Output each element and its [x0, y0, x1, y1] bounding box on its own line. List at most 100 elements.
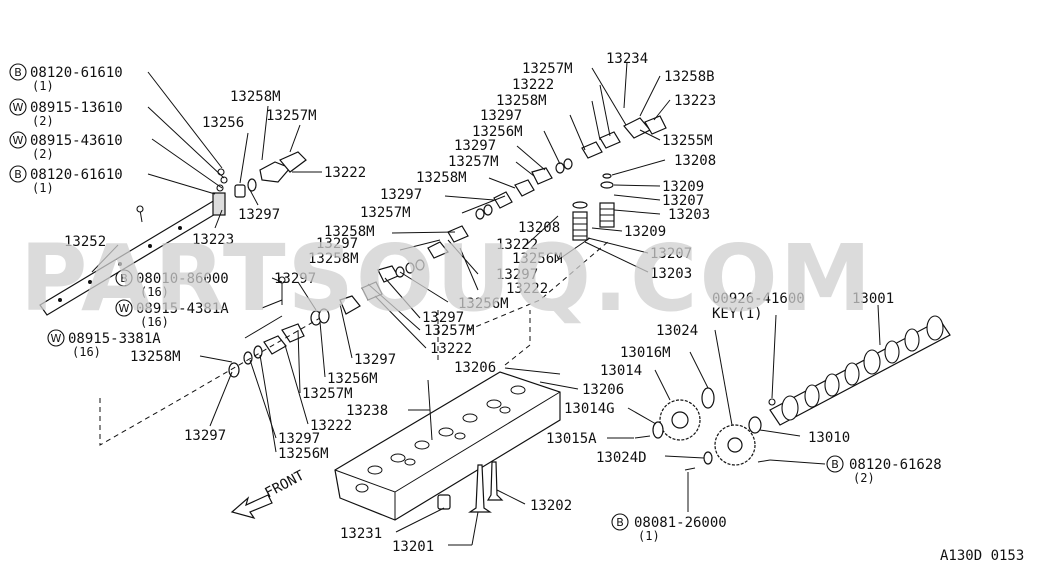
quantity-label: (16) [72, 345, 101, 359]
part-label[interactable]: 13297 [380, 187, 422, 203]
part-label[interactable]: 13222 [496, 237, 538, 253]
part-label[interactable]: 13257M [522, 61, 573, 77]
svg-text:W: W [13, 101, 24, 114]
svg-text:B: B [616, 516, 624, 529]
part-label[interactable]: 13258M [324, 224, 375, 240]
bolt-marker: B [611, 513, 629, 531]
prefix-markers: B W W B B W W B B [9, 63, 844, 531]
quantity-label: (2) [853, 471, 875, 485]
part-label[interactable]: 13209 [624, 224, 666, 240]
rocker-arm-group-4 [475, 115, 667, 220]
watermark: PARTSOUQ.COM [20, 225, 873, 332]
part-label[interactable]: 13234 [606, 51, 648, 67]
part-label[interactable]: 08915-13610 [30, 100, 123, 116]
diagram-code: A130D 0153 [940, 548, 1024, 564]
part-label[interactable]: 13257M [266, 108, 317, 124]
part-label[interactable]: 13258M [230, 89, 281, 105]
quantity-label: (2) [32, 114, 54, 128]
part-label[interactable]: 13223 [674, 93, 716, 109]
part-label[interactable]: 13222 [310, 418, 352, 434]
part-label[interactable]: 13258M [308, 251, 359, 267]
part-label[interactable]: 13257M [424, 323, 475, 339]
part-label[interactable]: 13297 [496, 267, 538, 283]
part-label[interactable]: 13297 [422, 310, 464, 326]
part-label[interactable]: 08915-43610 [30, 133, 123, 149]
washer-marker: W [9, 131, 27, 149]
washer-marker: W [9, 98, 27, 116]
rocker-arm-group-2 [278, 225, 469, 326]
part-label[interactable]: 13222 [430, 341, 472, 357]
part-label[interactable]: 13231 [340, 526, 382, 542]
svg-text:B: B [831, 458, 839, 471]
part-label[interactable]: 13256M [327, 371, 378, 387]
part-label[interactable]: 13203 [668, 207, 710, 223]
svg-text:W: W [13, 134, 24, 147]
part-label[interactable]: 13208 [674, 153, 716, 169]
part-label[interactable]: 13297 [480, 108, 522, 124]
quantity-label: (16) [140, 315, 169, 329]
part-label[interactable]: 13256M [472, 124, 523, 140]
part-label[interactable]: 13207 [650, 246, 692, 262]
part-label[interactable]: KEY(1) [712, 306, 763, 322]
part-label[interactable]: 13256M [512, 251, 563, 267]
part-label[interactable]: 13297 [454, 138, 496, 154]
part-label[interactable]: 13222 [324, 165, 366, 181]
part-label[interactable]: 13206 [454, 360, 496, 376]
part-label[interactable]: 13024D [596, 450, 647, 466]
part-label[interactable]: 13258B [664, 69, 715, 85]
front-label: FRONT [262, 467, 307, 501]
part-label[interactable]: 13014 [600, 363, 642, 379]
part-label[interactable]: 13297 [184, 428, 226, 444]
part-label[interactable]: 13257M [360, 205, 411, 221]
part-label[interactable]: 08120-61610 [30, 65, 123, 81]
part-label[interactable]: 13256 [202, 115, 244, 131]
part-label[interactable]: 13257M [448, 154, 499, 170]
front-arrow: FRONT [230, 467, 308, 520]
part-label[interactable]: 13016M [620, 345, 671, 361]
part-label[interactable]: 13201 [392, 539, 434, 555]
part-label[interactable]: 13257M [302, 386, 353, 402]
part-label[interactable]: 13001 [852, 291, 894, 307]
washer-marker: W [47, 329, 65, 347]
bolt-group-top [136, 168, 228, 223]
part-label[interactable]: 13209 [662, 179, 704, 195]
part-label[interactable]: 13297 [316, 236, 358, 252]
part-label[interactable]: 13256M [278, 446, 329, 462]
part-label[interactable]: 13223 [192, 232, 234, 248]
part-label[interactable]: 13222 [506, 281, 548, 297]
part-label[interactable]: 13014G [564, 401, 615, 417]
part-label[interactable]: 13202 [530, 498, 572, 514]
part-label[interactable]: 13258M [416, 170, 467, 186]
part-label[interactable]: 08010-86000 [136, 271, 229, 287]
part-label[interactable]: 13297 [274, 271, 316, 287]
part-label[interactable]: 13203 [650, 266, 692, 282]
cam-sprocket-13024 [714, 424, 756, 466]
part-label[interactable]: 13297 [238, 207, 280, 223]
quantity-label: (2) [32, 147, 54, 161]
part-label[interactable]: 13297 [354, 352, 396, 368]
part-label[interactable]: 13258M [496, 93, 547, 109]
part-label[interactable]: 13024 [656, 323, 698, 339]
quantity-label: (1) [32, 79, 54, 93]
part-label[interactable]: 13010 [808, 430, 850, 446]
part-label[interactable]: 08915-4381A [136, 301, 229, 317]
part-label[interactable]: 13222 [512, 77, 554, 93]
part-label[interactable]: 00926-41600 [712, 291, 805, 307]
part-label[interactable]: 13252 [64, 234, 106, 250]
cylinder-head [334, 371, 561, 521]
part-label[interactable]: 13206 [582, 382, 624, 398]
part-label[interactable]: 13258M [130, 349, 181, 365]
part-label[interactable]: 13015A [546, 431, 597, 447]
part-label[interactable]: 13255M [662, 133, 713, 149]
part-label[interactable]: 13238 [346, 403, 388, 419]
part-label[interactable]: 13208 [518, 220, 560, 236]
part-label[interactable]: 13207 [662, 193, 704, 209]
part-label[interactable]: 08081-26000 [634, 515, 727, 531]
part-label[interactable]: 08120-61610 [30, 167, 123, 183]
part-label[interactable]: 08120-61628 [849, 457, 942, 473]
part-label[interactable]: 13256M [458, 296, 509, 312]
part-label[interactable]: 13297 [278, 431, 320, 447]
part-label[interactable]: 08915-3381A [68, 331, 161, 347]
small-parts-near-gears [634, 387, 776, 471]
